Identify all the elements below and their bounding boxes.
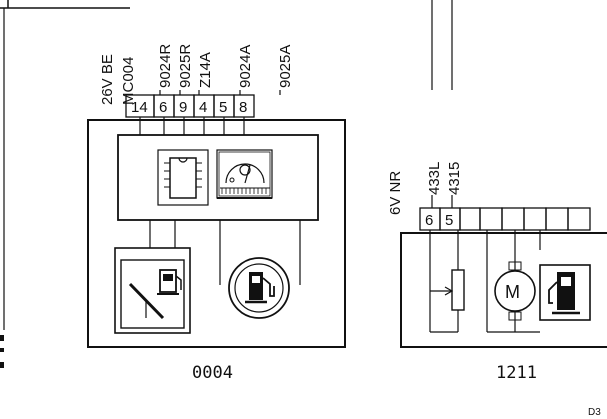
pin-14: 14 (131, 99, 148, 116)
pin-5: 5 (219, 99, 227, 116)
wire-label-9025r: 9025R (177, 44, 194, 88)
component-code-0004: 0004 (192, 363, 233, 383)
corner-reference: D3 (588, 407, 601, 418)
component-box-1211 (400, 232, 607, 348)
fuel-level-indicator-icon (114, 247, 191, 334)
wire-label-9025a: 9025A (277, 45, 294, 88)
fuel-pump-icon (539, 264, 591, 321)
pin-6: 6 (159, 99, 167, 116)
fuel-level-sender-icon (429, 230, 465, 333)
fuel-pump-motor-icon: M (486, 230, 541, 333)
pin-row-left: 14 6 9 4 5 8 (125, 94, 255, 118)
left-edge-partial-text (0, 335, 4, 368)
pin-6-right: 6 (425, 212, 433, 229)
pin-9: 9 (179, 99, 187, 116)
wire-label-433l: 433L (426, 162, 443, 195)
wire-label-9024a: 9024A (237, 45, 254, 88)
connector-label-6v-nr: 6V NR (387, 171, 404, 215)
wire-label-4315: 4315 (446, 162, 463, 195)
wire-label-9024r: 9024R (157, 44, 174, 88)
pin-4: 4 (199, 99, 207, 116)
instrument-panel-box (117, 134, 319, 221)
gauge-icon (216, 149, 273, 199)
pin-row-right: 6 5 (419, 207, 591, 231)
connector-ref-mc004: MC004 (120, 57, 137, 105)
connector-label-26v-be: 26V BE (99, 54, 116, 105)
pin-8: 8 (239, 99, 247, 116)
pin-5-right: 5 (445, 212, 453, 229)
svg-text:M: M (505, 282, 520, 302)
component-1211: 6V NR 433L 4315 6 5 (387, 0, 607, 383)
wire-label-z14a: Z14A (197, 52, 214, 88)
component-code-1211: 1211 (496, 363, 537, 383)
component-0004: 26V BE MC004 9024R 9025R Z14A 9024A 9025… (87, 44, 346, 383)
fuel-pump-warning-icon (228, 257, 290, 319)
component-box-0004 (87, 119, 346, 348)
microchip-icon (157, 149, 209, 206)
